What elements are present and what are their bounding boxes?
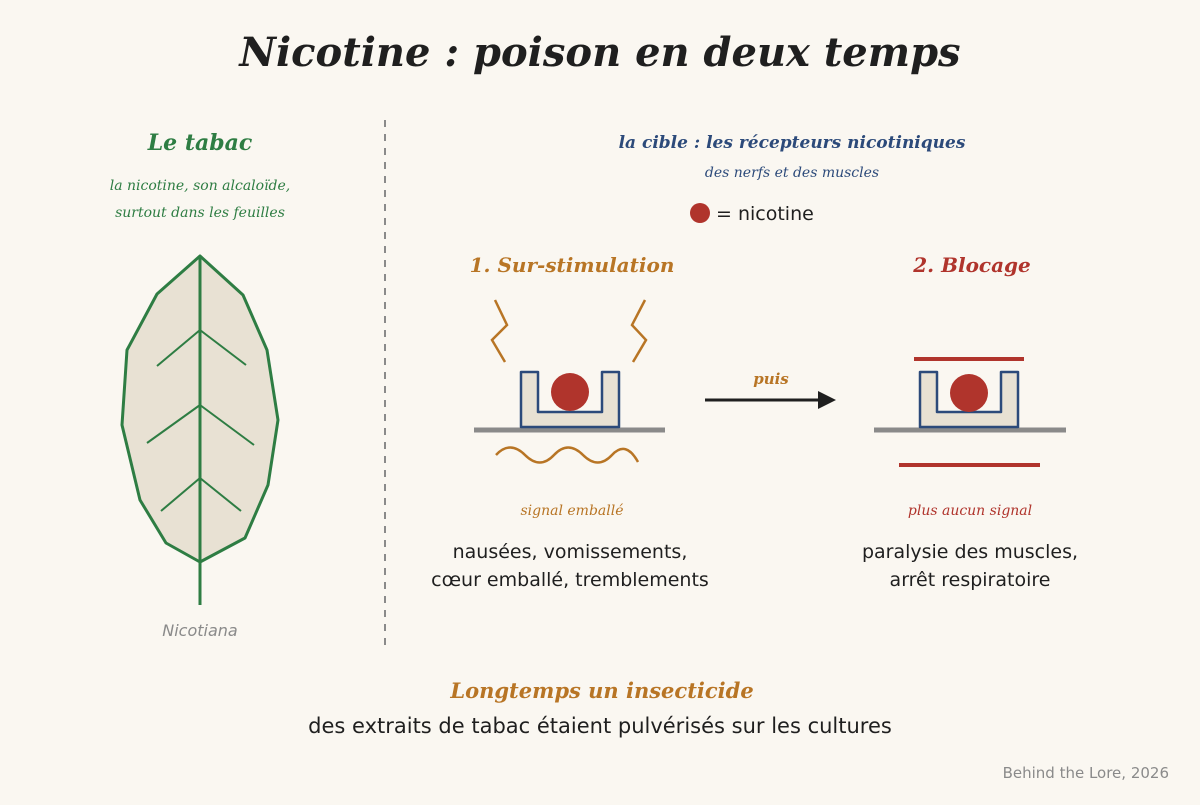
stage2-nicotine-dot (950, 374, 988, 412)
stage1-effects-line1: nausées, vomissements, (453, 541, 688, 563)
stage2-effects-line1: paralysie des muscles, (862, 541, 1078, 563)
stage1-receptor-icon (519, 370, 621, 429)
footer-text: des extraits de tabac étaient pulvérisés… (308, 714, 892, 738)
signal-wave-icon (495, 446, 640, 464)
stage2-receptor-icon (918, 370, 1020, 429)
nicotine-legend-dot (690, 203, 710, 223)
stage1-nicotine-dot (551, 373, 589, 411)
stage2-signal-label: plus aucun signal (908, 503, 1032, 519)
page-title: Nicotine : poison en deux temps (237, 29, 960, 76)
footer-heading: Longtemps un insecticide (449, 678, 753, 703)
credit-text: Behind the Lore, 2026 (1003, 764, 1169, 782)
stage1-label: 1. Sur-stimulation (470, 253, 675, 277)
stage1-effects-line2: cœur emballé, tremblements (431, 569, 709, 591)
left-heading: Le tabac (147, 130, 253, 156)
stimulation-zigzag-icon (490, 299, 648, 363)
stage1-signal-label: signal emballé (520, 503, 623, 519)
arrow-label: puis (753, 370, 789, 388)
leaf-caption: Nicotiana (162, 621, 237, 640)
tobacco-leaf-icon (120, 254, 280, 605)
stage2-effects-line2: arrêt respiratoire (890, 569, 1051, 591)
legend-label: = nicotine (716, 203, 814, 225)
target-heading: la cible : les récepteurs nicotiniques (619, 133, 966, 153)
left-subtitle-line2: surtout dans les feuilles (115, 205, 285, 221)
stage2-label: 2. Blocage (912, 253, 1031, 277)
left-subtitle-line1: la nicotine, son alcaloïde, (110, 178, 291, 194)
target-subheading: des nerfs et des muscles (705, 165, 879, 181)
arrow-right-icon (705, 391, 836, 409)
